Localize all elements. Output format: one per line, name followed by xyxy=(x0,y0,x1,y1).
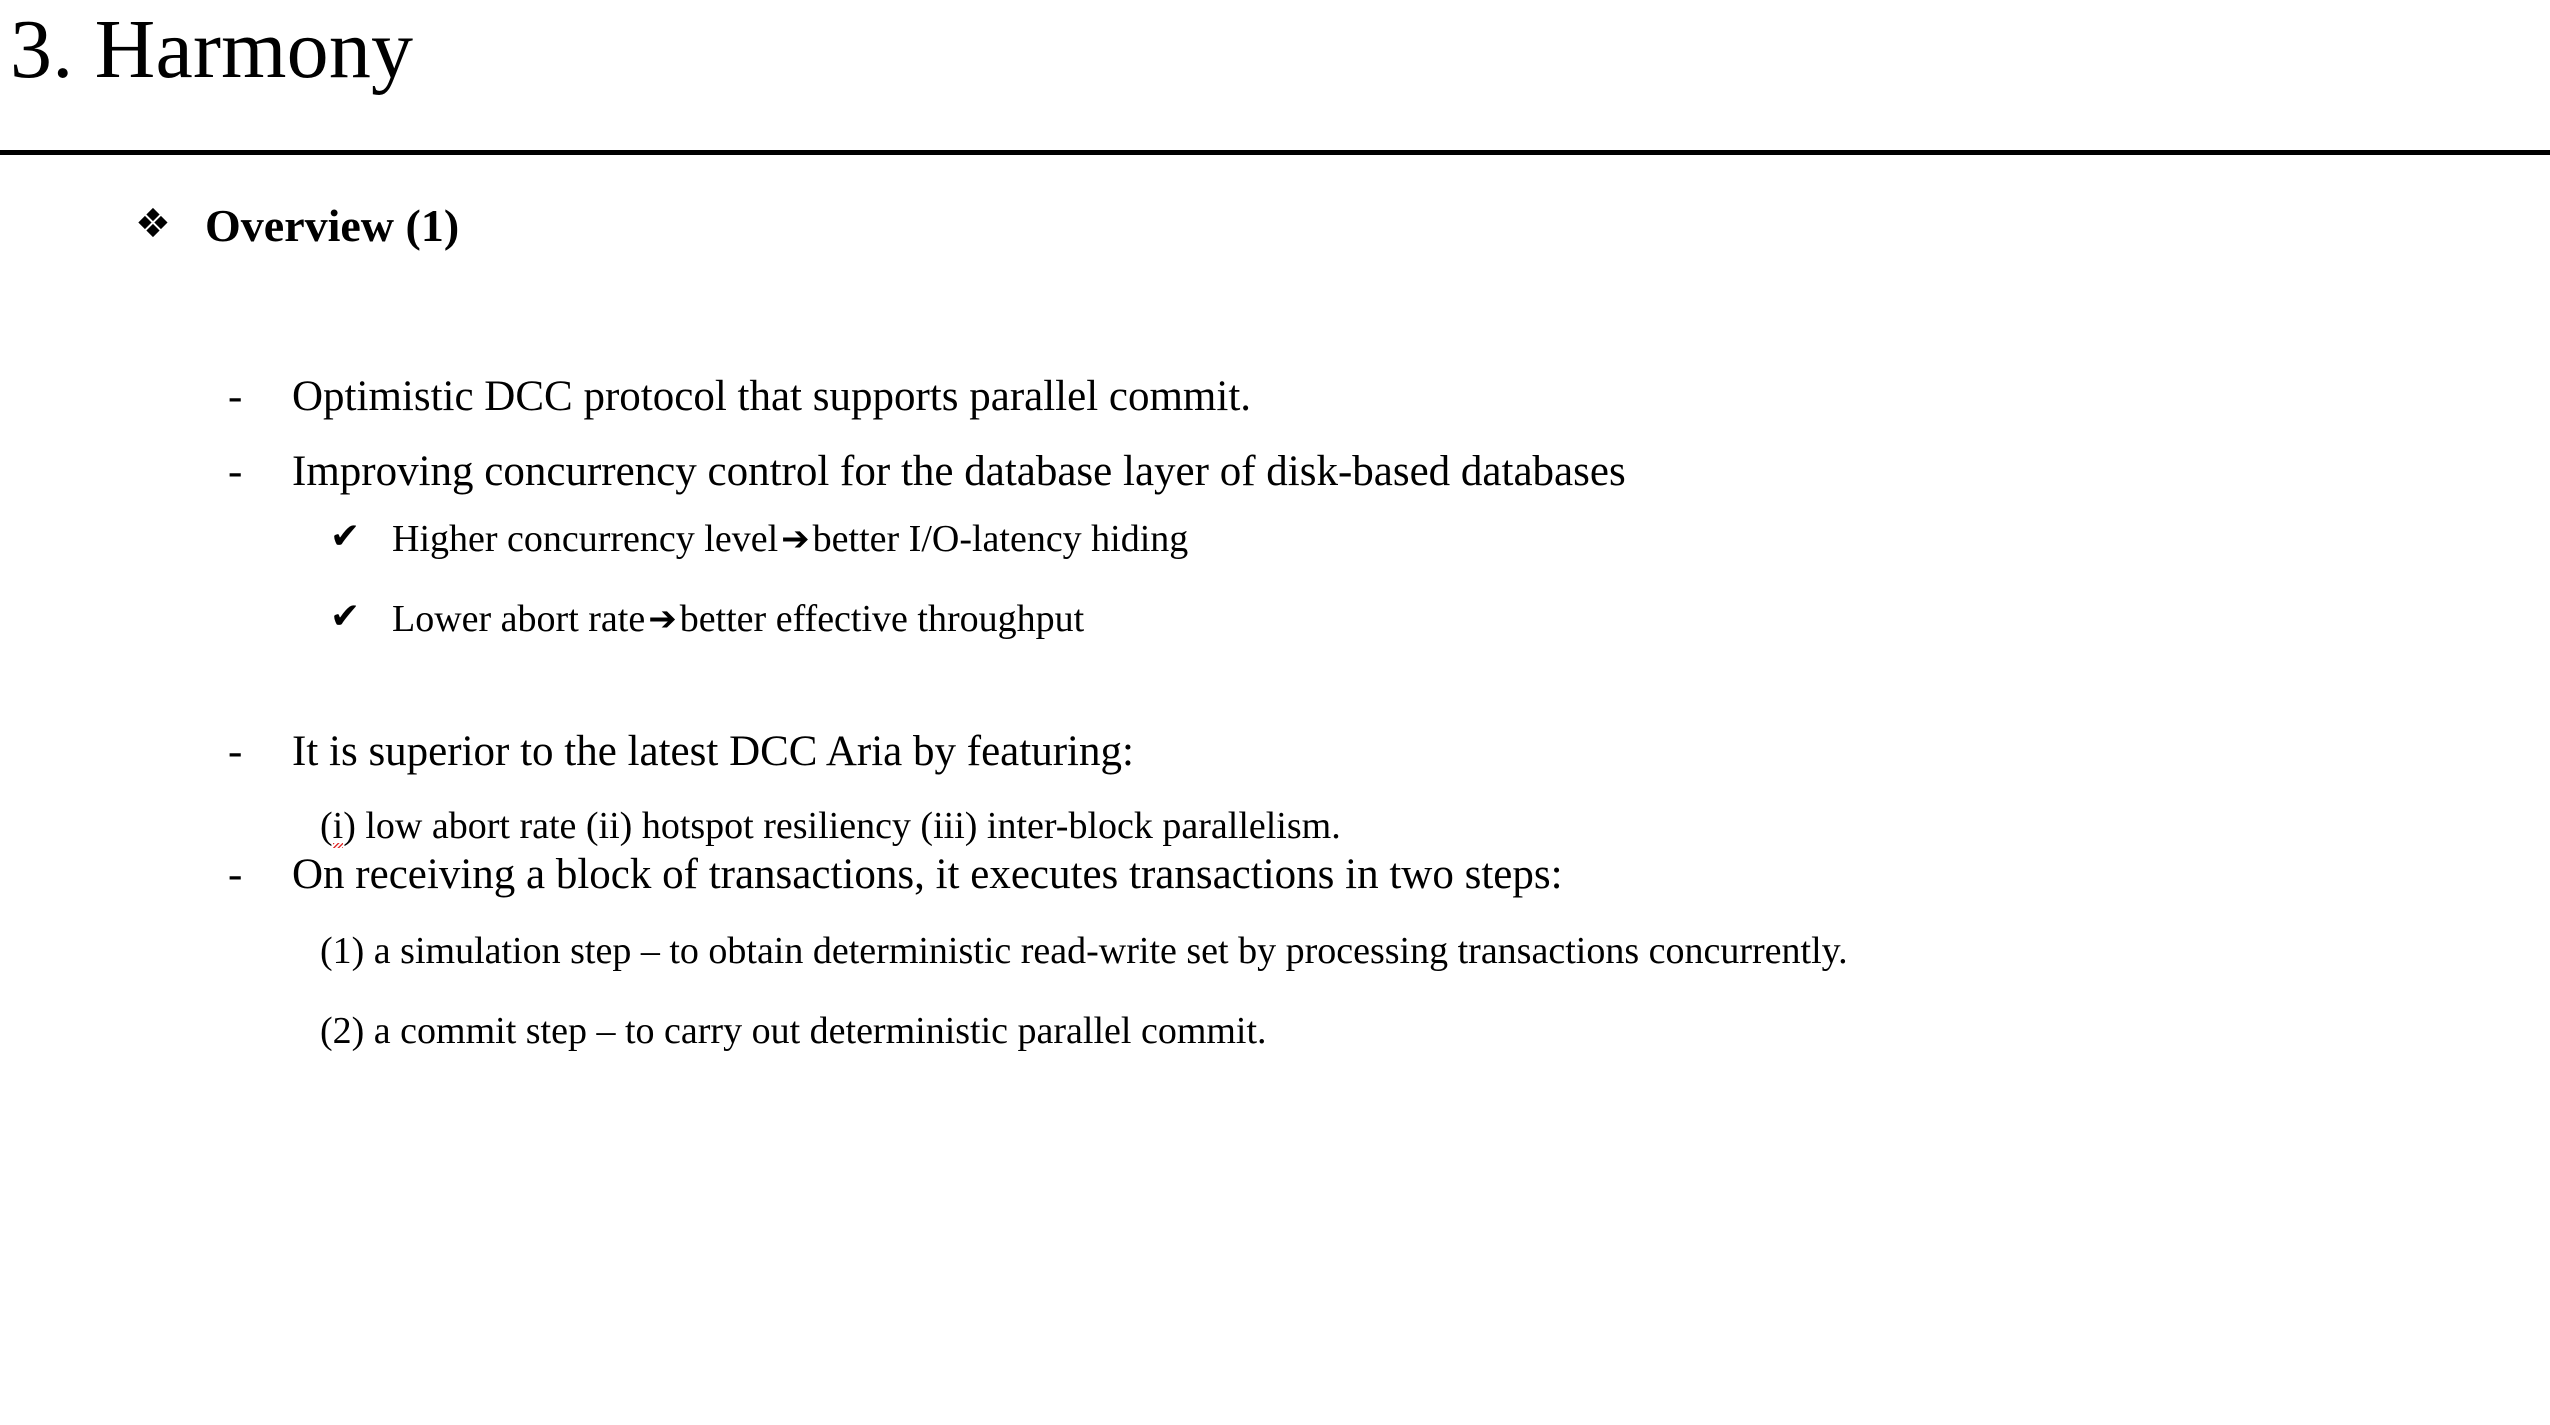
sub-list-item-features: (i) low abort rate (ii) hotspot resilien… xyxy=(320,805,1341,849)
sub-list-item-text-after: better I/O-latency hiding xyxy=(812,518,1189,560)
list-item: - Improving concurrency control for the … xyxy=(228,447,1626,496)
list-item: - It is superior to the latest DCC Aria … xyxy=(228,727,1134,776)
arrow-right-icon: ➔ xyxy=(648,599,677,639)
sub-list-item-label: Lower abort rate➔better effective throug… xyxy=(330,598,1084,642)
check-bullet-icon: ✔ xyxy=(330,596,361,637)
check-bullet-icon: ✔ xyxy=(330,516,361,557)
section-heading-label: Overview (1) xyxy=(205,200,460,251)
sub-list-item-text-before: Lower abort rate xyxy=(392,598,646,640)
list-item-label: It is superior to the latest DCC Aria by… xyxy=(292,728,1134,775)
dash-bullet-icon: - xyxy=(228,728,243,775)
list-item-label: Improving concurrency control for the da… xyxy=(292,448,1626,495)
features-prefix: ( xyxy=(320,805,333,847)
sub-list-item-text-before: Higher concurrency level xyxy=(392,518,779,560)
sub-list-item-text-after: better effective throughput xyxy=(679,598,1085,640)
misspelled-word: i xyxy=(332,805,344,848)
sub-list-item-step: (2) a commit step – to carry out determi… xyxy=(320,1010,1267,1052)
list-item: - On receiving a block of transactions, … xyxy=(228,850,1563,899)
sub-list-item-step: (1) a simulation step – to obtain determ… xyxy=(320,930,1848,972)
list-item: - Optimistic DCC protocol that supports … xyxy=(228,372,1251,421)
page-title: 3. Harmony xyxy=(10,3,414,96)
dash-bullet-icon: - xyxy=(228,448,243,495)
title-divider xyxy=(0,150,2550,155)
diamond-bullet-icon: ❖ xyxy=(135,201,171,247)
slide-body: ❖ Overview (1) - Optimistic DCC protocol… xyxy=(0,150,2550,1425)
section-heading-overview: ❖ Overview (1) xyxy=(135,200,459,253)
list-item-label: On receiving a block of transactions, it… xyxy=(292,851,1563,898)
arrow-right-icon: ➔ xyxy=(781,519,810,559)
list-item-label: Optimistic DCC protocol that supports pa… xyxy=(292,373,1252,420)
sub-list-item: ✔ Higher concurrency level➔better I/O-la… xyxy=(330,516,1188,562)
dash-bullet-icon: - xyxy=(228,851,243,898)
features-text: ) low abort rate (ii) hotspot resiliency… xyxy=(343,805,1341,847)
dash-bullet-icon: - xyxy=(228,373,243,420)
sub-list-item-label: Higher concurrency level➔better I/O-late… xyxy=(330,518,1188,562)
sub-list-item: ✔ Lower abort rate➔better effective thro… xyxy=(330,596,1084,642)
